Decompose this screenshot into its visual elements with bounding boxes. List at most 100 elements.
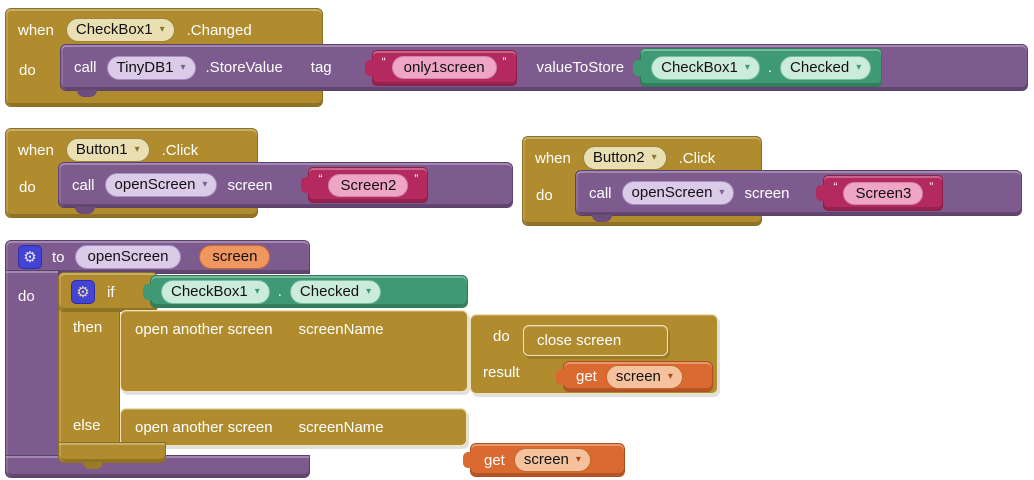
open-quote: “	[381, 54, 386, 69]
connector-bump	[592, 215, 612, 222]
dropdown-arrow-icon: ▾	[254, 285, 260, 297]
dropdown-value: CheckBox1	[661, 58, 738, 76]
procedure-name-field[interactable]: openScreen	[74, 245, 182, 269]
dropdown-arrow-icon: ▾	[651, 152, 657, 163]
dropdown-arrow-icon: ▾	[134, 144, 140, 155]
then-label: then	[73, 319, 103, 336]
dropdown-arrow-icon: ▾	[744, 61, 750, 73]
checkbox1-checked-getter-block[interactable]: CheckBox1 ▾ . Checked ▾	[640, 48, 883, 87]
dot-separator: .	[277, 283, 282, 300]
dropdown-arrow-icon: ▾	[575, 454, 581, 465]
component-dropdown-tinydb1[interactable]: TinyDB1 ▾	[106, 55, 196, 80]
do-result-block[interactable]: do close screen result get screen ▾	[470, 314, 718, 394]
parameter-pill-screen[interactable]: screen	[199, 245, 271, 269]
method-label: .StoreValue	[205, 59, 283, 76]
text-string-block-only1screen[interactable]: “ only1screen ”	[371, 49, 517, 86]
event-label: .Changed	[186, 21, 252, 39]
call-label: call	[74, 59, 97, 76]
open-another-screen-label: open another screen	[135, 321, 273, 338]
dropdown-value: screen	[615, 367, 661, 385]
close-quote: ”	[929, 180, 934, 194]
do-label: do	[536, 187, 553, 204]
else-label: else	[73, 417, 101, 434]
text-string-block-screen2[interactable]: “ Screen2 ”	[308, 167, 429, 203]
call-openscreen-block-1[interactable]: call openScreen ▾ screen “ Screen2 ”	[58, 162, 513, 214]
variable-dropdown-screen[interactable]: screen ▾	[513, 448, 591, 472]
dropdown-value: screen	[523, 451, 569, 468]
event-label: .Click	[678, 149, 716, 167]
procedure-left-spine[interactable]: do	[5, 270, 59, 460]
text-value-field[interactable]: Screen2	[328, 173, 409, 197]
get-label: get	[484, 451, 505, 469]
call-openscreen-block-2[interactable]: call openScreen ▾ screen “ Screen3 ”	[575, 170, 1022, 222]
close-screen-block[interactable]: close screen	[523, 325, 668, 356]
if-block-foot[interactable]	[58, 442, 166, 469]
gear-icon[interactable]: ⚙	[71, 280, 95, 304]
dropdown-arrow-icon: ▾	[159, 24, 165, 35]
procedure-dropdown-openscreen[interactable]: openScreen ▾	[104, 173, 218, 197]
result-label: result	[483, 364, 520, 381]
variable-dropdown-screen[interactable]: screen ▾	[605, 364, 683, 389]
when-label: when	[18, 141, 54, 159]
dropdown-value: TinyDB1	[116, 58, 174, 76]
dropdown-value: Button2	[592, 149, 645, 166]
dropdown-arrow-icon: ▾	[856, 61, 862, 73]
dropdown-value: Checked	[790, 58, 850, 76]
connector-bump	[75, 207, 95, 214]
if-condition-checkbox1-checked-block[interactable]: CheckBox1 ▾ . Checked ▾	[150, 275, 468, 308]
text-value-field[interactable]: only1screen	[391, 56, 497, 79]
to-label: to	[52, 248, 65, 266]
dropdown-value: CheckBox1	[171, 282, 248, 300]
close-quote: ”	[502, 54, 507, 69]
screenname-socket-label: screenName	[298, 321, 384, 338]
component-dropdown-checkbox1[interactable]: CheckBox1 ▾	[65, 18, 175, 42]
component-dropdown-button1[interactable]: Button1 ▾	[65, 138, 150, 162]
open-another-screen-label: open another screen	[135, 418, 273, 436]
call-label: call	[72, 176, 95, 194]
property-dropdown-checked[interactable]: Checked ▾	[780, 55, 872, 80]
procedure-dropdown-openscreen[interactable]: openScreen ▾	[621, 181, 735, 205]
call-label: call	[589, 184, 612, 202]
gear-icon[interactable]: ⚙	[18, 245, 42, 269]
if-block-header[interactable]: ⚙ if	[58, 272, 158, 312]
text-string-block-screen3[interactable]: “ Screen3 ”	[823, 175, 944, 211]
dropdown-value: Checked	[299, 282, 360, 300]
dropdown-value: CheckBox1	[75, 21, 153, 38]
dropdown-value: openScreen	[631, 184, 713, 201]
call-tinydb-storevalue-block[interactable]: call TinyDB1 ▾ .StoreValue tag “ only1sc…	[60, 44, 1028, 97]
open-quote: “	[833, 180, 838, 194]
if-label: if	[107, 283, 115, 301]
component-dropdown-checkbox1[interactable]: CheckBox1 ▾	[161, 279, 270, 304]
dot-separator: .	[767, 59, 773, 76]
procedure-definition-header[interactable]: ⚙ to openScreen screen	[5, 240, 310, 274]
get-label: get	[576, 368, 597, 385]
dropdown-arrow-icon: ▾	[719, 187, 725, 198]
screen-socket-label: screen	[227, 176, 273, 194]
open-quote: “	[318, 172, 323, 186]
open-another-screen-block-else[interactable]: open another screen screenName	[120, 408, 467, 446]
property-dropdown-checked[interactable]: Checked ▾	[289, 279, 382, 304]
gear-glyph: ⚙	[23, 248, 37, 266]
text-value-field[interactable]: Screen3	[843, 181, 924, 205]
dropdown-arrow-icon: ▾	[180, 61, 186, 73]
close-screen-label: close screen	[537, 332, 622, 349]
valuetostore-socket-label: valueToStore	[536, 59, 625, 76]
dropdown-arrow-icon: ▾	[366, 285, 372, 297]
component-dropdown-button2[interactable]: Button2 ▾	[582, 146, 667, 170]
screen-socket-label: screen	[744, 184, 790, 202]
get-screen-variable-block[interactable]: get screen ▾	[563, 361, 713, 392]
close-quote: ”	[414, 172, 419, 186]
event-label: .Click	[161, 141, 199, 159]
component-dropdown-checkbox1[interactable]: CheckBox1 ▾	[651, 55, 760, 80]
tag-socket-label: tag	[310, 59, 332, 76]
connector-bump	[77, 90, 97, 97]
connector-bump	[83, 462, 103, 469]
do-label: do	[493, 328, 510, 345]
screenname-socket-label: screenName	[298, 418, 384, 436]
get-screen-variable-block[interactable]: get screen ▾	[470, 443, 625, 477]
do-label: do	[19, 62, 36, 79]
do-label: do	[19, 179, 36, 196]
open-another-screen-block-then[interactable]: open another screen screenName	[120, 310, 468, 392]
gear-glyph: ⚙	[76, 283, 90, 301]
